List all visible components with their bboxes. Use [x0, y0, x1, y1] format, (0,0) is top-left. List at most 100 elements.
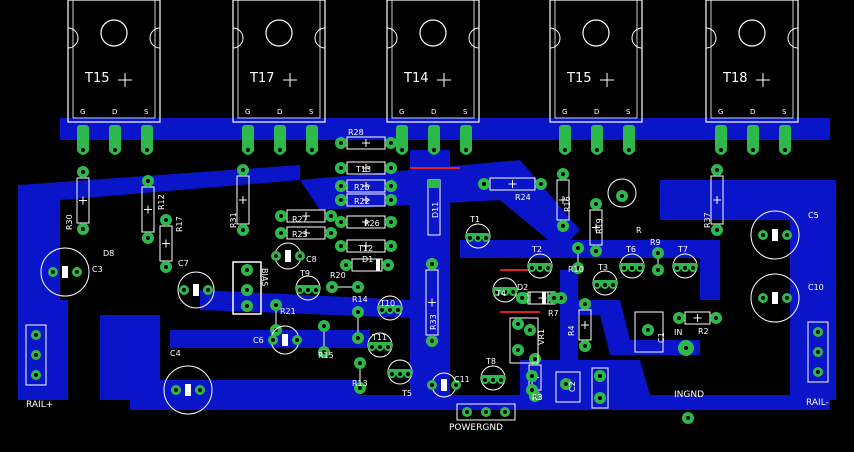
pin-label: D: [594, 108, 599, 116]
component-label: R4: [567, 325, 576, 336]
component-label: T7: [677, 245, 688, 254]
component-label: R10: [568, 265, 584, 274]
pin-label: G: [399, 108, 404, 116]
component-label: R30: [65, 214, 74, 230]
component-label: C4: [170, 349, 181, 358]
power-gnd-connector[interactable]: [456, 403, 516, 421]
component-label: R28: [348, 128, 364, 137]
component-label: D8: [103, 249, 114, 258]
pin-label: D: [431, 108, 436, 116]
component-label: R20: [330, 271, 346, 280]
red-traces: [410, 167, 540, 313]
capacitor-c4[interactable]: [163, 365, 213, 415]
component-label: C1: [657, 332, 666, 343]
power-gnd-label: POWERGND: [449, 423, 503, 433]
capacitor-c5[interactable]: [750, 210, 800, 260]
capacitor-c3[interactable]: [40, 247, 90, 297]
capacitor-c10[interactable]: [750, 273, 800, 323]
component-label: T8: [485, 357, 496, 366]
pin-label: G: [80, 108, 85, 116]
component-label: C10: [808, 283, 824, 292]
pin-label: S: [144, 108, 149, 116]
pin-label: G: [245, 108, 250, 116]
component-label: R15: [318, 351, 334, 360]
rail-plus-label: RAIL+: [26, 400, 54, 410]
component-label: R31: [229, 212, 238, 228]
rail-minus-label: RAIL-: [806, 398, 829, 408]
component-label: C3: [92, 265, 103, 274]
component-label: R14: [352, 295, 368, 304]
pin-label: D: [277, 108, 282, 116]
component-label: R24: [515, 193, 531, 202]
component-label: T2: [531, 245, 542, 254]
pin-label: D: [750, 108, 755, 116]
component-label: R16: [563, 196, 572, 212]
pin-label: S: [463, 108, 468, 116]
component-label: R37: [703, 212, 712, 228]
component-label: R9: [650, 238, 661, 247]
pin-label: D: [112, 108, 117, 116]
component-label: R17: [175, 216, 184, 232]
rail-plus-connector[interactable]: [25, 324, 47, 386]
pin-label: G: [562, 108, 567, 116]
transistor-label: T15: [84, 71, 109, 86]
transistor-label: T15: [566, 71, 591, 86]
component-label: D11: [431, 202, 440, 218]
component-label: T11: [371, 333, 387, 342]
component-label: D2: [517, 283, 528, 292]
in-gnd-label: INGND: [674, 390, 705, 400]
component-label: R7: [548, 309, 559, 318]
component-label: R3: [532, 393, 543, 402]
transistor-label: T18: [722, 71, 747, 86]
component-label: T12: [357, 244, 373, 253]
component-label: T1: [469, 215, 480, 224]
component-label: R21: [280, 307, 296, 316]
r-trimmer[interactable]: [607, 178, 637, 208]
component-label: T3: [597, 263, 608, 272]
component-label: R22: [354, 197, 370, 206]
component-label: IN: [674, 328, 682, 337]
capacitor-c1[interactable]: [634, 311, 664, 353]
component-label: R3: [532, 393, 543, 402]
transistor-label: T17: [249, 71, 274, 86]
component-label: C11: [454, 375, 470, 384]
component-label: T6: [625, 245, 636, 254]
component-label: R26: [364, 219, 380, 228]
component-label: VR1: [537, 329, 546, 345]
component-label: T10: [379, 299, 395, 308]
pin-label: G: [718, 108, 723, 116]
component-label: C2: [568, 381, 577, 392]
component-label: T9: [299, 269, 310, 278]
component-label: T5: [401, 389, 412, 398]
component-label: R2: [698, 327, 709, 336]
pin-label: S: [626, 108, 631, 116]
component-label: R19: [595, 218, 604, 234]
component-label: C5: [808, 211, 819, 220]
resistor-r2-extra[interactable]: [591, 367, 609, 409]
component-label: R33: [429, 314, 438, 330]
rail-minus-connector[interactable]: [807, 321, 829, 383]
pin-label: S: [309, 108, 314, 116]
component-label: R13: [352, 379, 368, 388]
component-label: R27: [292, 215, 308, 224]
component-label: R25: [354, 183, 370, 192]
pin-label: S: [782, 108, 787, 116]
vr1-trimmer[interactable]: [509, 317, 539, 364]
diode-d2[interactable]: [527, 291, 549, 305]
component-label: C8: [306, 255, 317, 264]
component-label: C7: [178, 259, 189, 268]
capacitor-c7[interactable]: [177, 271, 215, 309]
component-label: R23: [292, 230, 308, 239]
bias-trimmer[interactable]: [232, 261, 262, 315]
component-label: BIAS: [260, 268, 269, 286]
capacitor-c2[interactable]: [555, 371, 581, 403]
transistor-label: T14: [403, 71, 428, 86]
component-label: R: [636, 226, 642, 235]
